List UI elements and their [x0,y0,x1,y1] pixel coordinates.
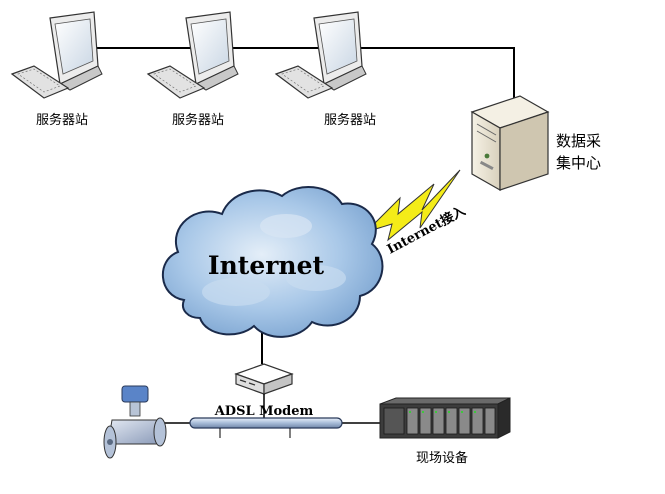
field-bus-cable [162,417,396,438]
data-center-label-line2: 集中心 [556,154,601,172]
lan-wire [96,47,515,104]
adsl-modem-label: ADSL Modem [214,404,314,419]
workstation-label: 服务器站 [324,112,376,128]
data-center-label-line1: 数据采 [556,132,601,150]
workstation [146,11,239,99]
valve-sensor-icon [103,385,167,459]
internet-cloud-icon [162,185,384,338]
workstation-icon [146,11,239,99]
workstation [10,11,103,99]
server-tower-icon [470,95,550,192]
workstation-label: 服务器站 [36,112,88,128]
workstation-icon [274,11,367,99]
workstation-label: 服务器站 [172,112,224,128]
lightning-bolt-icon [365,169,461,242]
workstation [274,11,367,99]
field-device-label: 现场设备 [416,450,468,466]
adsl-modem-icon [234,363,294,395]
internet-label: Internet [208,251,325,280]
workstation-icon [10,11,103,99]
plc-rack-icon [379,397,511,439]
